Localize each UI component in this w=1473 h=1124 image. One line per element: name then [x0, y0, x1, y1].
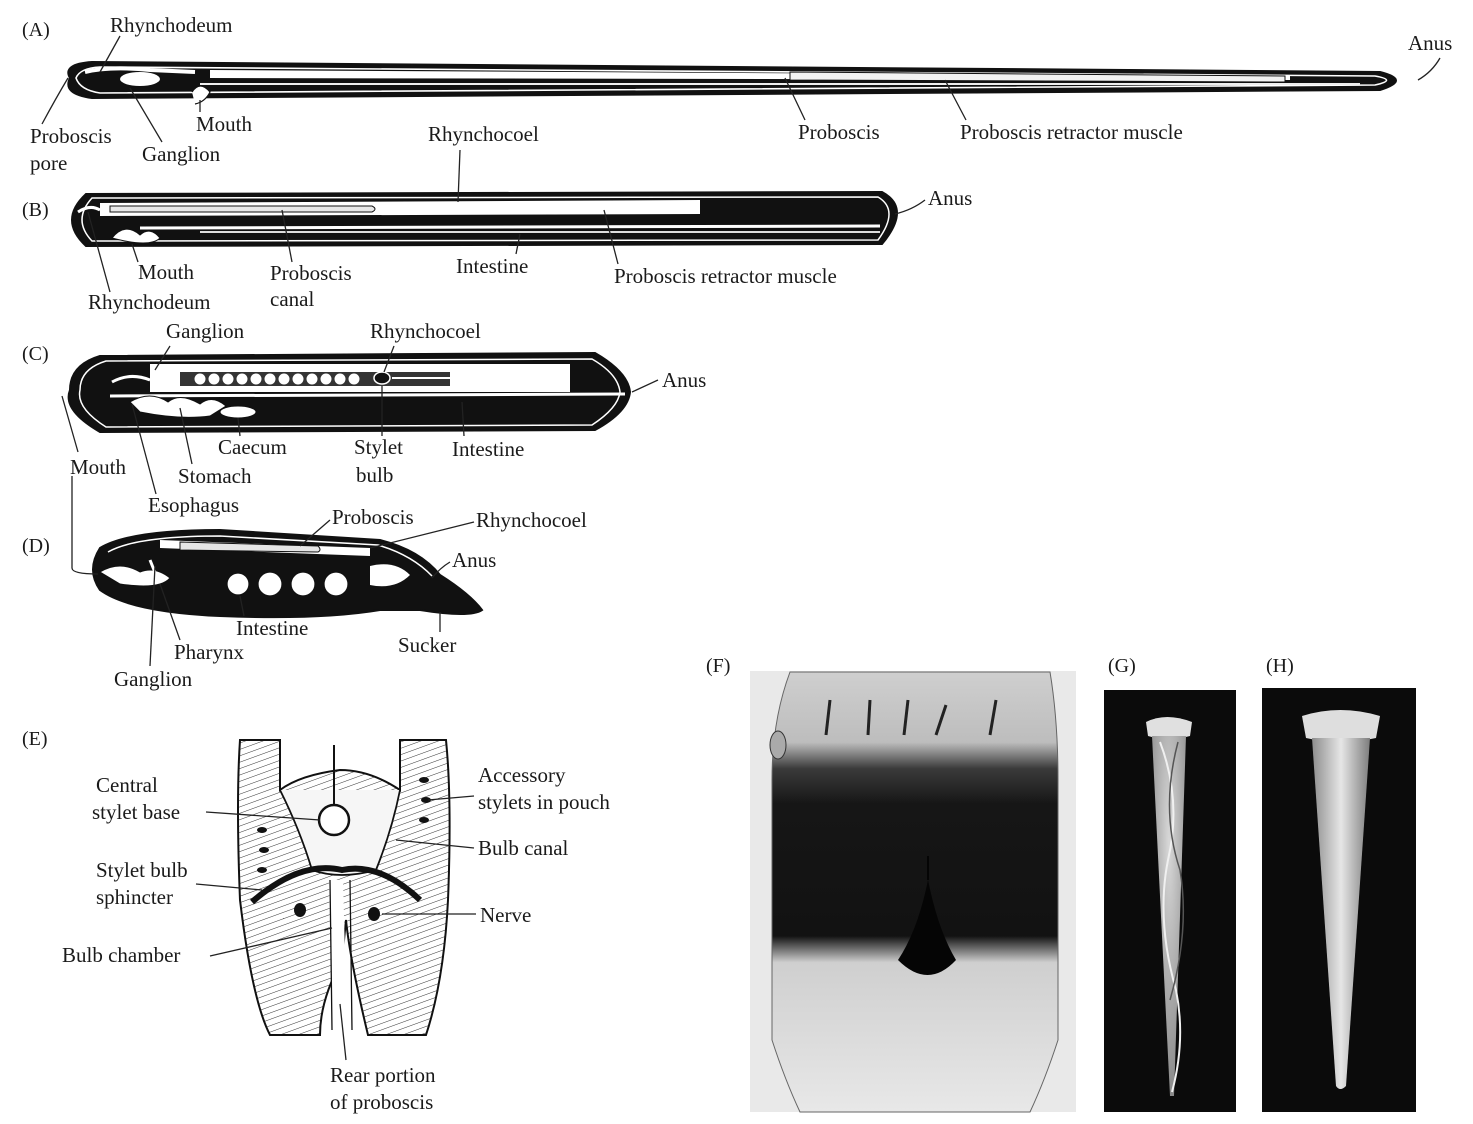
panel-d-label-rhynchocoel: Rhynchocoel	[476, 508, 587, 532]
panel-c-letter: (C)	[22, 343, 49, 365]
panel-a-label-rhynchodeum: Rhynchodeum	[110, 13, 232, 37]
panel-b-worm-body	[72, 192, 897, 246]
panel-d-label-ganglion: Ganglion	[114, 667, 193, 691]
panel-e-letter: (E)	[22, 728, 48, 750]
panel-d-label-anus: Anus	[452, 548, 496, 572]
panel-a-label-proboscis-pore-line2: pore	[30, 151, 67, 175]
panel-f: (F)	[706, 655, 1076, 1112]
panel-a-label-mouth: Mouth	[196, 112, 253, 136]
panel-b-proboscis-canal-shape	[110, 206, 375, 212]
panel-c-label-rhynchocoel: Rhynchocoel	[370, 319, 481, 343]
panel-d-label-proboscis: Proboscis	[332, 505, 414, 529]
panel-e-label-sphincter-line1: Stylet bulb	[96, 858, 188, 882]
panel-f-micrograph	[750, 671, 1076, 1112]
panel-h: (H)	[1262, 655, 1416, 1112]
panel-d-label-pharynx: Pharynx	[174, 640, 244, 664]
panel-e-label-sphincter-line2: sphincter	[96, 885, 173, 909]
panel-a-label-retractor: Proboscis retractor muscle	[960, 120, 1183, 144]
panel-e-label-accessory-line1: Accessory	[478, 763, 566, 787]
panel-e-stylet-apparatus	[238, 740, 450, 1035]
panel-g-stylet-micrograph	[1104, 690, 1236, 1112]
panel-a-mouth-shape	[192, 86, 210, 104]
panel-h-stylet-micrograph	[1262, 688, 1416, 1112]
panel-c-label-anus: Anus	[662, 368, 706, 392]
panel-c-label-mouth: Mouth	[70, 455, 127, 479]
panel-e: (E) Central stylet base Accessory stylet…	[22, 728, 610, 1114]
panel-d-worm-body	[93, 530, 482, 617]
panel-e-label-accessory-line2: stylets in pouch	[478, 790, 610, 814]
panel-c-worm-body	[69, 353, 630, 432]
panel-a-label-proboscis: Proboscis	[798, 120, 880, 144]
panel-c: (C) Ganglion Rhynchocoel Anus Caecum	[22, 319, 706, 517]
panel-b-label-proboscis-canal-line1: Proboscis	[270, 261, 352, 285]
panel-e-label-bulb-canal: Bulb canal	[478, 836, 569, 860]
panel-b-label-intestine: Intestine	[456, 254, 528, 278]
panel-b-letter: (B)	[22, 199, 49, 221]
panel-a-label-proboscis-pore-line1: Proboscis	[30, 124, 112, 148]
panel-b-label-retractor: Proboscis retractor muscle	[614, 264, 837, 288]
panel-c-label-intestine: Intestine	[452, 437, 524, 461]
panel-c-label-stylet-bulb-line2: bulb	[356, 463, 393, 487]
panel-g: (G)	[1104, 655, 1236, 1112]
panel-c-label-esophagus: Esophagus	[148, 493, 239, 517]
panel-a-worm-body	[68, 62, 1396, 104]
panel-c-label-ganglion: Ganglion	[166, 319, 245, 343]
panel-f-letter: (F)	[706, 655, 730, 677]
panel-d-label-intestine: Intestine	[236, 616, 308, 640]
panel-c-label-stylet-bulb-line1: Stylet	[354, 435, 403, 459]
panel-b-label-rhynchocoel: Rhynchocoel	[428, 122, 539, 146]
panel-e-label-rear-line2: of proboscis	[330, 1090, 433, 1114]
panel-c-stylet-bulb-shape	[374, 372, 390, 384]
panel-c-caecum-shape	[220, 406, 256, 418]
panel-e-central-stylet-base	[319, 805, 349, 835]
panel-g-letter: (G)	[1108, 655, 1136, 677]
panel-c-label-caecum: Caecum	[218, 435, 287, 459]
panel-b-label-mouth: Mouth	[138, 260, 195, 284]
panel-d-letter: (D)	[22, 535, 50, 557]
panel-e-label-central-stylet-line2: stylet base	[92, 800, 180, 824]
panel-h-letter: (H)	[1266, 655, 1294, 677]
panel-c-label-stomach: Stomach	[178, 464, 252, 488]
panel-a-label-ganglion: Ganglion	[142, 142, 221, 166]
panel-e-label-rear-line1: Rear portion	[330, 1063, 436, 1087]
panel-d-label-sucker: Sucker	[398, 633, 456, 657]
panel-e-label-nerve: Nerve	[480, 903, 531, 927]
panel-b-label-anus: Anus	[928, 186, 972, 210]
panel-e-label-bulb-chamber: Bulb chamber	[62, 943, 180, 967]
panel-e-nerve-shape	[368, 907, 380, 921]
panel-b-label-proboscis-canal-line2: canal	[270, 287, 314, 311]
panel-a-label-anus: Anus	[1408, 31, 1452, 55]
panel-a-ganglion-shape	[120, 72, 160, 86]
panel-d: (D) Proboscis Rhynchocoel Anus Intestine…	[22, 476, 587, 691]
panel-e-label-central-stylet-line1: Central	[96, 773, 158, 797]
panel-a-letter: (A)	[22, 19, 50, 41]
panel-b-label-rhynchodeum: Rhynchodeum	[88, 290, 210, 314]
panel-a: (A) Rhynchodeum Anus Proboscis pore Mout…	[22, 13, 1452, 175]
